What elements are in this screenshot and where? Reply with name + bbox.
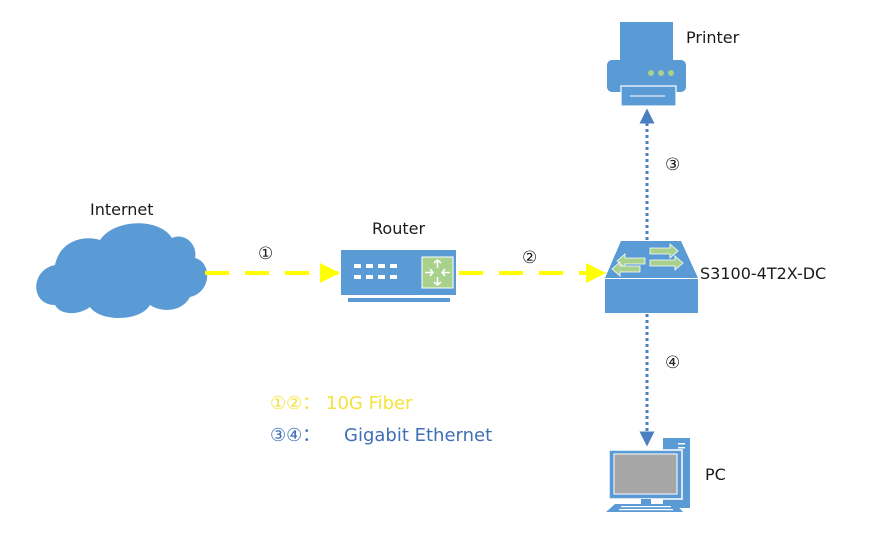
legend-fiber: ①②： 10G Fiber [270, 389, 413, 415]
pc-icon[interactable] [606, 438, 690, 512]
pc-label: PC [705, 465, 726, 484]
cloud-icon[interactable] [36, 223, 208, 319]
printer-label: Printer [686, 28, 740, 47]
router-icon[interactable] [341, 250, 456, 302]
switch-label: S3100-4T2X-DC [700, 264, 827, 283]
switch-icon[interactable] [605, 241, 698, 313]
legend-fiber-marks: ①②： [270, 393, 321, 414]
link-4-marker: ④ [665, 353, 681, 373]
router-label: Router [372, 219, 426, 238]
link-3-marker: ③ [665, 155, 681, 175]
link-2-marker: ② [522, 248, 538, 268]
link-1-marker: ① [258, 244, 274, 264]
legend-ethernet-text: Gigabit Ethernet [344, 425, 493, 446]
printer-icon[interactable] [607, 22, 686, 107]
legend-ethernet-marks: ③④： [270, 425, 321, 446]
legend-ethernet: ③④： Gigabit Ethernet [270, 421, 492, 447]
legend-fiber-text: 10G Fiber [326, 393, 413, 414]
internet-label: Internet [90, 200, 154, 219]
